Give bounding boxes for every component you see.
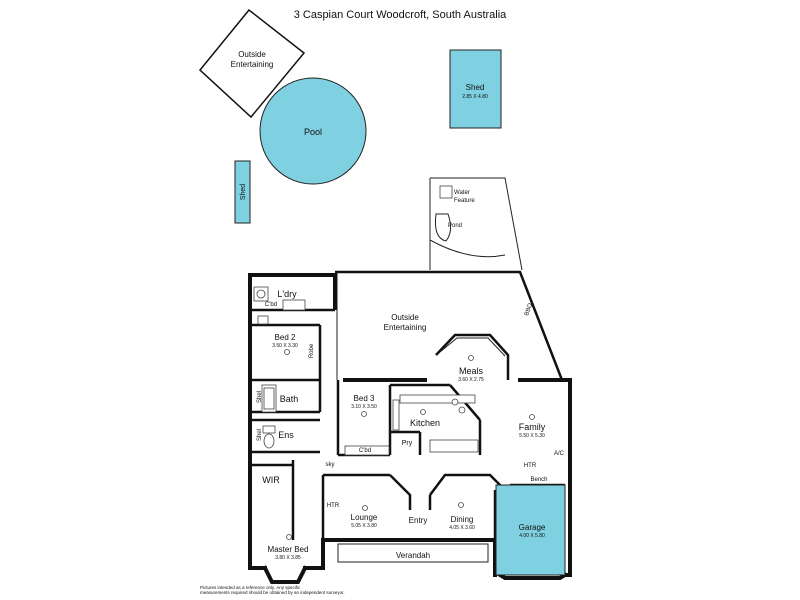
kitchen-bench	[399, 394, 476, 404]
ac-label: A/C	[554, 451, 565, 457]
lounge-dims: 5.05 X 3.80	[351, 523, 377, 529]
outside-entertaining-rear: Outside Entertaining BBQ	[335, 270, 564, 381]
laundry-label: L'dry	[277, 289, 297, 299]
fixtures	[253, 286, 566, 576]
disclaimer-line-2: measurements required should be obtained…	[200, 590, 345, 595]
toilet	[263, 433, 275, 449]
outside-entertaining-deck: Outside Entertaining	[198, 8, 306, 119]
shed-large-label: Shed	[466, 83, 485, 92]
family-htr-label: HTR	[524, 463, 537, 469]
lounge-htr-label: HTR	[327, 503, 340, 509]
plan-title: 3 Caspian Court Woodcroft, South Austral…	[293, 9, 507, 21]
bed3-cbd-label: C'bd	[359, 448, 371, 454]
water-feature-label-2: Feature	[454, 198, 475, 204]
water-feature-label-1: Water	[454, 190, 470, 196]
garage-floor	[495, 484, 566, 576]
light-fittings	[284, 349, 535, 540]
bath-label: Bath	[280, 394, 299, 404]
shed-small-label: Shed	[240, 184, 247, 200]
bed2-dims: 3.50 X 3.30	[272, 343, 298, 349]
shed-small: Shed	[234, 160, 251, 224]
bench-label: Bench	[530, 477, 547, 483]
laundry-cbd-label: C'bd	[265, 302, 277, 308]
ens-label: Ens	[278, 430, 294, 440]
family-dims: 5.50 X 5.30	[519, 433, 545, 439]
outside-entertaining-label-2: Entertaining	[231, 60, 274, 69]
outside-entertaining-main-label-1: Outside	[391, 313, 419, 322]
verandah-label: Verandah	[396, 551, 430, 560]
garage-dims: 4.00 X 5.80	[519, 533, 545, 539]
bed3-dims: 3.10 X 3.50	[351, 404, 377, 410]
dining-dims: 4.05 X 3.60	[449, 525, 475, 531]
garage-label: Garage	[519, 523, 546, 532]
bed2-label: Bed 2	[275, 333, 296, 342]
sky-label: sky	[326, 462, 335, 468]
bbq-label: BBQ	[524, 302, 534, 316]
bath-shelf-label: Shel	[257, 391, 263, 403]
shed-large: Shed 2.85 X 4.80	[449, 49, 502, 129]
wir-label: WIR	[262, 475, 280, 485]
verandah-area	[337, 543, 489, 563]
meals-dims: 3.60 X 2.75	[458, 377, 484, 383]
master-bed-dims: 3.80 X 3.85	[275, 555, 301, 561]
bed3-label: Bed 3	[354, 394, 375, 403]
interior-walls	[250, 308, 565, 540]
dining-label: Dining	[451, 515, 474, 524]
meals-label: Meals	[459, 366, 484, 376]
entry-label: Entry	[409, 516, 428, 525]
master-bed-label: Master Bed	[268, 545, 309, 554]
kitchen-label: Kitchen	[410, 418, 440, 428]
robe-label: Robe	[309, 343, 315, 358]
pool: Pool	[259, 77, 367, 185]
water-feature-area: Water Feature Pond	[429, 177, 523, 271]
disclaimer-line-1: Pictures intended as a reference only. A…	[200, 585, 301, 590]
pantry-label: Pry	[402, 440, 413, 447]
disclaimer: Pictures intended as a reference only. A…	[200, 585, 345, 595]
pond-label: Pond	[448, 223, 462, 229]
shed-large-dims: 2.85 X 4.80	[462, 94, 488, 100]
ens-shelf-label: Shel	[257, 429, 263, 441]
outside-entertaining-label-1: Outside	[238, 50, 266, 59]
outside-entertaining-main-label-2: Entertaining	[384, 323, 427, 332]
room-labels: L'dry C'bd Bed 2 3.50 X 3.30 Robe Shel B…	[257, 289, 565, 561]
family-label: Family	[519, 422, 546, 432]
pool-label: Pool	[304, 127, 322, 137]
lounge-label: Lounge	[351, 513, 378, 522]
